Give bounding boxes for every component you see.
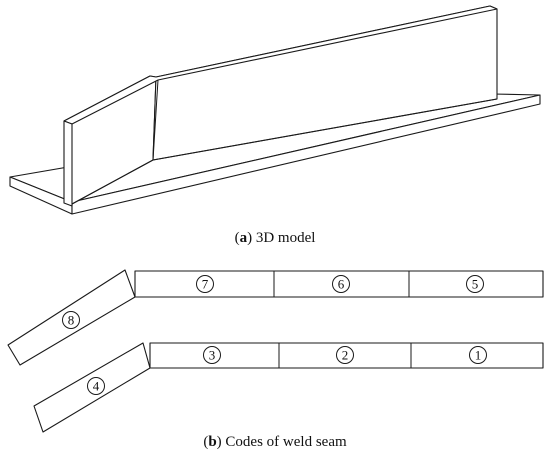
svg-text:8: 8 — [68, 313, 75, 328]
weld-code-5: 5 — [466, 275, 484, 293]
weld-code-8: 8 — [62, 311, 80, 329]
weld-seam-lower: 4 3 2 1 — [33, 342, 544, 433]
web-base-line — [71, 98, 498, 205]
svg-text:2: 2 — [342, 348, 349, 363]
caption-a-letter: a — [239, 230, 248, 246]
svg-text:1: 1 — [475, 348, 482, 363]
svg-text:5: 5 — [472, 277, 479, 292]
web-kink-line — [152, 79, 159, 161]
web-top-edge — [63, 5, 498, 125]
weld-code-1: 1 — [469, 346, 487, 364]
svg-text:7: 7 — [202, 277, 209, 292]
svg-text:6: 6 — [338, 277, 345, 292]
weld-code-6: 6 — [332, 275, 350, 293]
base-plate-side — [71, 94, 541, 215]
3d-model — [9, 5, 541, 215]
weld-seam-upper: 8 7 6 5 — [7, 269, 544, 366]
caption-a-text: 3D model — [252, 230, 316, 246]
weld-code-4: 4 — [87, 377, 105, 395]
weld-code-7: 7 — [196, 275, 214, 293]
svg-text:3: 3 — [209, 348, 216, 363]
caption-b-letter: b — [208, 434, 217, 450]
weld-code-2: 2 — [336, 346, 354, 364]
caption-3d-model: (a) 3D model — [234, 230, 316, 246]
weld-code-3: 3 — [203, 346, 221, 364]
caption-weld-seam: (b) Codes of weld seam — [203, 434, 347, 450]
svg-text:4: 4 — [93, 379, 100, 394]
web-end-face — [63, 120, 73, 207]
caption-b-text: Codes of weld seam — [221, 434, 347, 450]
